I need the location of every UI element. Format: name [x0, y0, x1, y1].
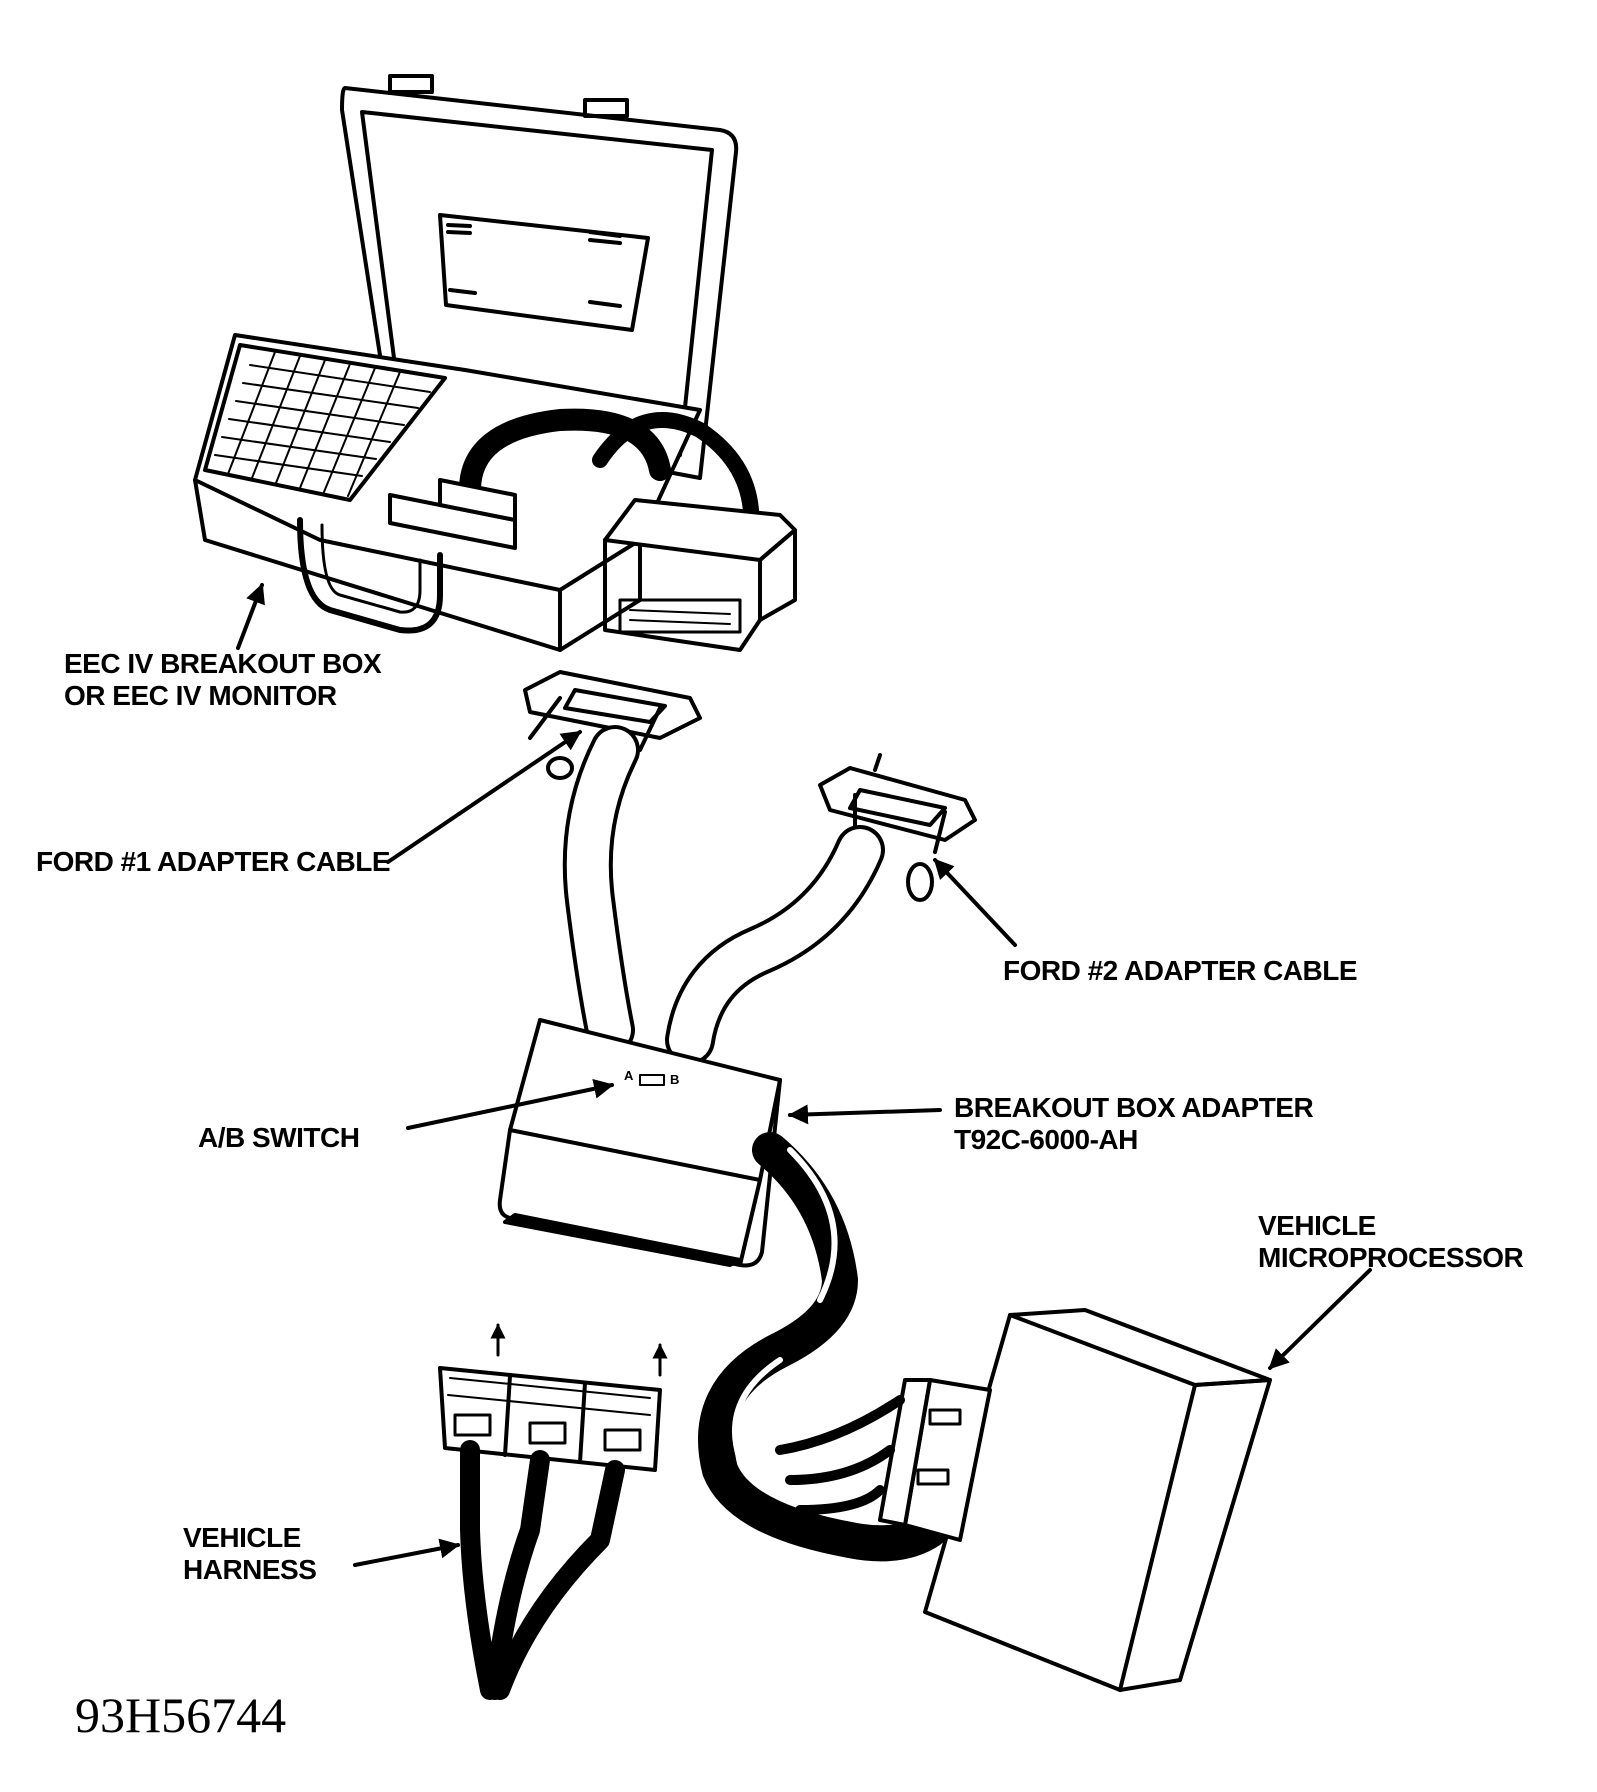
label-breakout-box-line1: EEC IV BREAKOUT BOX: [64, 648, 382, 679]
label-ford1-adapter-cable: FORD #1 ADAPTER CABLE: [36, 846, 391, 877]
label-harness-line1: VEHICLE: [183, 1522, 301, 1553]
switch-label-a: A: [624, 1068, 634, 1083]
label-ford2-adapter-cable: FORD #2 ADAPTER CABLE: [1003, 955, 1358, 986]
label-ab-switch: A/B SWITCH: [198, 1122, 360, 1153]
vehicle-harness: [438, 1323, 668, 1700]
label-adapter-line1: BREAKOUT BOX ADAPTER: [954, 1092, 1314, 1123]
label-microprocessor-line1: VEHICLE: [1258, 1210, 1376, 1241]
label-harness-line2: HARNESS: [183, 1554, 317, 1585]
label-vehicle-harness: VEHICLE HARNESS: [183, 1522, 317, 1586]
ford1-adapter-cable: [523, 670, 702, 1055]
breakout-box-adapter: [497, 1018, 948, 1562]
label-breakout-box: EEC IV BREAKOUT BOX OR EEC IV MONITOR: [64, 648, 382, 712]
label-adapter-line2: T92C-6000-AH: [954, 1124, 1138, 1155]
switch-label-b: B: [670, 1072, 680, 1087]
label-breakout-box-adapter: BREAKOUT BOX ADAPTER T92C-6000-AH: [954, 1092, 1314, 1156]
label-breakout-box-line2: OR EEC IV MONITOR: [64, 680, 337, 711]
label-microprocessor-line2: MICROPROCESSOR: [1258, 1242, 1524, 1273]
vehicle-microprocessor: [775, 1308, 1272, 1692]
label-vehicle-microprocessor: VEHICLE MICROPROCESSOR: [1258, 1210, 1524, 1274]
ford2-adapter-cable: [665, 753, 977, 1065]
figure-id: 93H56744: [75, 1687, 287, 1743]
breakout-box-case: [193, 74, 797, 652]
